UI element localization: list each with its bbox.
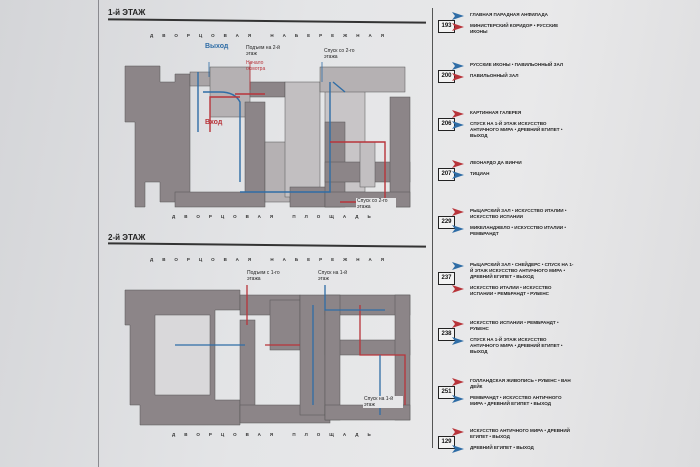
- legend-entry-text: Рембрандт • Искусство Античного мира • Д…: [470, 395, 562, 406]
- legend-entry: Искусство Испании • Рембрандт • Рубенс: [452, 320, 575, 332]
- label-tour-start: Начало осмотра: [246, 60, 266, 72]
- room-number: 237: [438, 272, 455, 285]
- legend-entry: Русские иконы • Павильонный зал: [452, 62, 575, 70]
- blue-direction-arrow-icon: [452, 171, 464, 179]
- legend-entry: Главная парадная анфилада: [452, 12, 575, 20]
- legend-entry: Рыцарский зал • Снейдерс • Спуск на 1-й …: [452, 262, 575, 280]
- room-number: 193: [438, 20, 455, 33]
- label-down-from-floor2: Спуск со 2-го этажа: [324, 48, 355, 60]
- room-number: 206: [438, 118, 455, 131]
- floor2-title: 2-й ЭТАЖ: [108, 233, 146, 242]
- legend-entry-text: Главная парадная анфилада: [470, 12, 548, 17]
- label-entrance: Вход: [205, 119, 223, 126]
- red-direction-arrow-icon: [452, 208, 464, 216]
- legend-entry: Голландская живопись • Рубенс • Ван Дейк: [452, 378, 575, 390]
- red-direction-arrow-icon: [452, 285, 464, 293]
- legend-entry: Тициан: [452, 171, 575, 179]
- red-direction-arrow-icon: [452, 110, 464, 118]
- legend-entry: Спуск на 1-й этаж Искусство Античного ми…: [452, 337, 575, 355]
- label-up-floor2: Подъем на 2-й этаж: [246, 45, 280, 57]
- blue-direction-arrow-icon: [452, 262, 464, 270]
- blue-direction-arrow-icon: [452, 445, 464, 453]
- legend-entry: Спуск на 1-й этаж Искусство Античного ми…: [452, 121, 575, 139]
- legend-entry: Министерский коридор • Русские иконы: [452, 23, 575, 35]
- label-up-from-floor1: Подъем с 1-го этажа: [247, 270, 280, 282]
- sheet-edge: [98, 0, 99, 467]
- legend-entry: Картинная галерея: [452, 110, 575, 118]
- legend-divider: [432, 8, 433, 448]
- legend-entry-text: Микеланджело • Искусство Италии • Рембра…: [470, 225, 566, 236]
- legend-entry-text: Искусство Античного мира • Древний Египе…: [470, 428, 570, 439]
- floor2-plan: [124, 285, 411, 426]
- blue-direction-arrow-icon: [452, 62, 464, 70]
- floor1-street-top: ДВОРЦОВАЯ НАБЕРЕЖНАЯ: [150, 33, 393, 38]
- legend-entry: Древний Египет • Выход: [452, 445, 575, 453]
- legend-entry-text: Картинная галерея: [470, 110, 522, 115]
- legend-entry-text: Рыцарский зал • Снейдерс • Спуск на 1-й …: [470, 262, 574, 279]
- room-number: 129: [438, 436, 455, 449]
- label-down-floor1: Спуск на 1-й этаж: [318, 270, 348, 282]
- floor2-street-bottom: ДВОРЦОВАЯ ПЛОЩАДЬ: [172, 432, 380, 437]
- legend-entry-text: Леонардо да Винчи: [470, 160, 522, 165]
- floor1-plan: [124, 62, 411, 208]
- floor2-street-top: ДВОРЦОВАЯ НАБЕРЕЖНАЯ: [150, 257, 393, 262]
- room-number: 200: [438, 70, 455, 83]
- west-wing: [124, 65, 191, 208]
- legend-entry-text: Рыцарский зал • Искусство Италии • Искус…: [470, 208, 567, 219]
- legend-entry-text: Древний Египет • Выход: [470, 445, 534, 450]
- legend-entry-text: Павильонный зал: [470, 73, 519, 78]
- legend-entry: Леонардо да Винчи: [452, 160, 575, 168]
- legend-entry-text: Искусство Италии • Искусство Испании • Р…: [470, 285, 552, 296]
- legend-entry-text: Спуск на 1-й этаж Искусство Античного ми…: [470, 121, 563, 138]
- legend-entry: Рыцарский зал • Искусство Италии • Искус…: [452, 208, 575, 220]
- legend-entry-text: Голландская живопись • Рубенс • Ван Дейк: [470, 378, 571, 389]
- red-direction-arrow-icon: [452, 320, 464, 328]
- room-number: 229: [438, 216, 455, 229]
- room-number: 251: [438, 386, 455, 399]
- red-direction-arrow-icon: [452, 378, 464, 386]
- legend-entry-text: Спуск на 1-й этаж Искусство Античного ми…: [470, 337, 563, 354]
- legend-entry: Искусство Италии • Искусство Испании • Р…: [452, 285, 575, 297]
- legend-entry: Рембрандт • Искусство Античного мира • Д…: [452, 395, 575, 407]
- blue-direction-arrow-icon: [452, 121, 464, 129]
- red-direction-arrow-icon: [452, 73, 464, 81]
- blue-direction-arrow-icon: [452, 337, 464, 345]
- room-number: 238: [438, 328, 455, 341]
- legend-entry-text: Тициан: [470, 171, 490, 176]
- legend-entry: Микеланджело • Искусство Италии • Рембра…: [452, 225, 575, 237]
- blue-direction-arrow-icon: [452, 12, 464, 20]
- room-number: 207: [438, 168, 455, 181]
- red-direction-arrow-icon: [452, 428, 464, 436]
- legend-entry-text: Министерский коридор • Русские иконы: [470, 23, 559, 34]
- red-direction-arrow-icon: [452, 23, 464, 31]
- label-down-from-floor2-bottom: Спуск со 2-го этажа: [356, 198, 396, 210]
- legend-entry-text: Русские иконы • Павильонный зал: [470, 62, 564, 67]
- label-exit: Выход: [205, 43, 229, 50]
- blue-direction-arrow-icon: [452, 395, 464, 403]
- legend-entry: Павильонный зал: [452, 73, 575, 81]
- blue-direction-arrow-icon: [452, 225, 464, 233]
- legend-entry: Искусство Античного мира • Древний Египе…: [452, 428, 575, 440]
- floor1-street-bottom: ДВОРЦОВАЯ ПЛОЩАДЬ: [172, 214, 380, 219]
- red-direction-arrow-icon: [452, 160, 464, 168]
- label-down-floor1-bottom: Спуск на 1-й этаж: [363, 396, 403, 408]
- legend-entry-text: Искусство Испании • Рембрандт • Рубенс: [470, 320, 559, 331]
- floor1-title: 1-й ЭТАЖ: [108, 8, 146, 17]
